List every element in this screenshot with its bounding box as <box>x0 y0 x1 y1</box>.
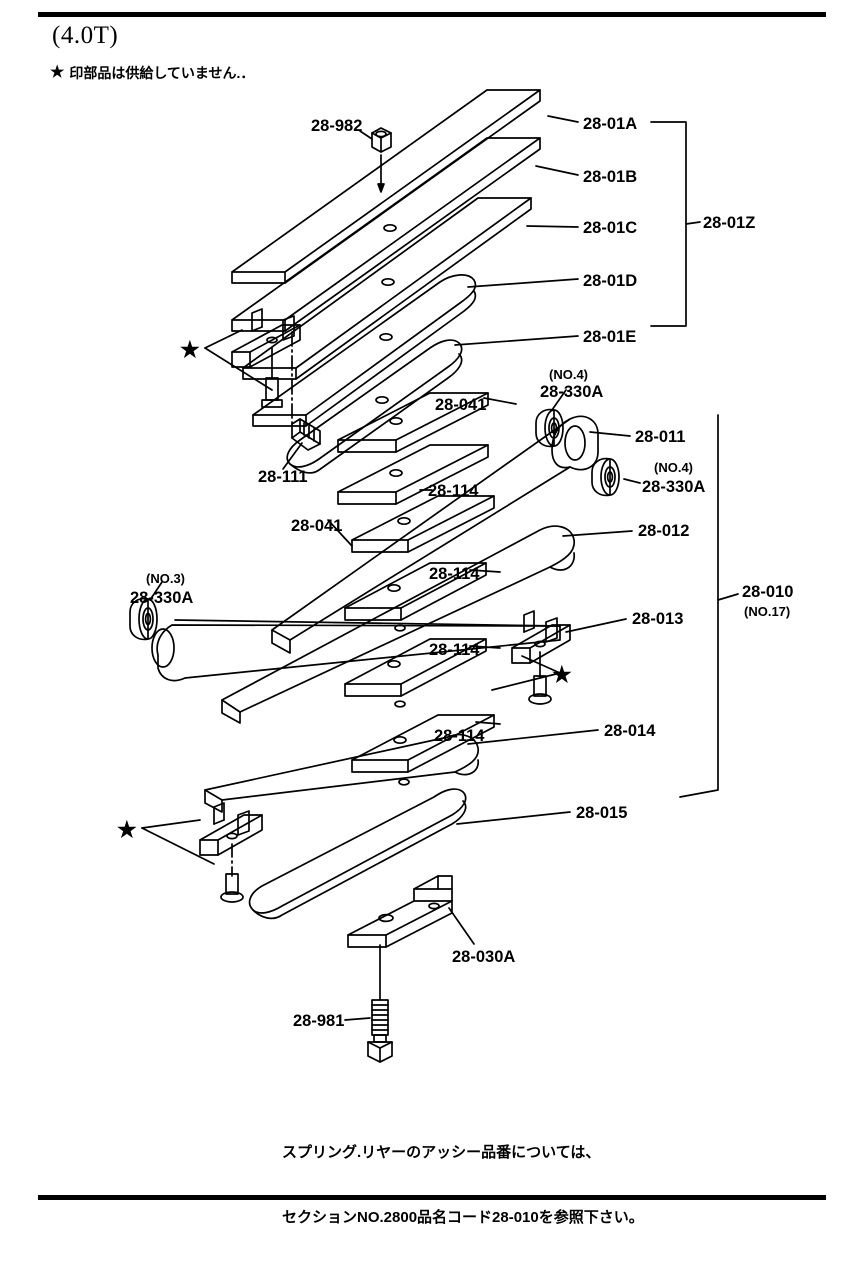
label-28-01z: 28-01Z <box>703 214 755 232</box>
bushing-330a-no4-upper <box>535 408 564 448</box>
label-28-114-upper: 28-114 <box>428 482 479 500</box>
parts-diagram-page: (4.0T) ★ 印部品は供給していません.． <box>38 12 826 1226</box>
spacer-plate-114-a <box>344 562 487 621</box>
label-28-011: 28-011 <box>635 428 685 446</box>
bolt-28-111 <box>291 418 321 451</box>
label-28-012: 28-012 <box>638 522 689 540</box>
bracket-lower-left <box>199 802 263 856</box>
label-no3-qty: (NO.3) <box>146 571 185 586</box>
bracket-right-mid <box>511 610 571 664</box>
leaf-spring-015 <box>248 788 467 920</box>
label-28-01c: 28-01C <box>583 219 637 237</box>
label-28-015: 28-015 <box>576 804 627 822</box>
label-28-114-c: 28-114 <box>434 727 485 745</box>
spacer-plate-114-b <box>344 638 487 697</box>
label-no4-upper-qty: (NO.4) <box>549 367 588 382</box>
label-28-010: 28-010 <box>742 583 793 601</box>
label-no4-lower-qty: (NO.4) <box>654 460 693 475</box>
label-28-01e: 28-01E <box>583 328 636 346</box>
label-28-114-a: 28-114 <box>429 565 480 583</box>
page-title: (4.0T) <box>52 22 119 49</box>
bracket-upper-left <box>231 308 301 368</box>
star-icon: ★ <box>50 64 65 81</box>
label-28-01b: 28-01B <box>583 168 637 186</box>
leaf-spring-01e <box>286 339 463 474</box>
clip-plate-041-upper <box>337 392 489 453</box>
label-28-010-qty: (NO.17) <box>744 604 790 619</box>
bushing-330a-no4-lower <box>591 457 620 497</box>
leaf-spring-011 <box>271 415 599 654</box>
label-28-111: 28-111 <box>258 468 308 486</box>
bushing-330a-no3 <box>129 597 158 641</box>
label-28-982: 28-982 <box>311 117 362 135</box>
label-28-01d: 28-01D <box>583 272 637 290</box>
leaf-spring-014 <box>204 733 479 813</box>
spacer-plate-114-c <box>351 714 495 773</box>
label-28-330a-no4-lower: 28-330A <box>642 478 705 496</box>
supply-note: ★ 印部品は供給していません.． <box>50 63 254 83</box>
label-28-330a-no4-upper: 28-330A <box>540 383 603 401</box>
leaf-spring-01b <box>231 137 541 332</box>
footer-line-2: セクションNO.2800品名コード28-010を参照下さい。 <box>282 1208 644 1226</box>
leaf-spring-012 <box>221 525 575 724</box>
assembly-reference-note: スプリング.リヤーのアッシー品番については、 セクションNO.2800品名コード… <box>282 1098 644 1272</box>
plate-28-030a <box>347 875 453 948</box>
leaf-spring-01a <box>231 89 541 284</box>
supply-note-text: 印部品は供給していません.． <box>69 65 255 81</box>
spacer-plate-114-upper <box>337 444 489 505</box>
label-28-114-b: 28-114 <box>429 641 480 659</box>
bolt-lower-left <box>220 873 244 903</box>
star-marker-lower-left: ★ <box>117 817 137 842</box>
bolt-upper-left <box>261 377 283 408</box>
label-28-330a-no3: 28-330A <box>130 589 193 607</box>
label-28-041-upper: 28-041 <box>435 396 486 414</box>
bolt-28-981 <box>367 999 393 1063</box>
label-28-01a: 28-01A <box>583 115 637 133</box>
leaf-spring-01c <box>242 197 532 380</box>
bottom-border-rule <box>38 1195 826 1200</box>
label-28-013: 28-013 <box>632 610 683 628</box>
bolt-right-mid <box>528 675 552 705</box>
leaf-spring-013 <box>151 619 561 682</box>
label-28-014: 28-014 <box>604 722 656 740</box>
label-28-041-lower: 28-041 <box>291 517 342 535</box>
nut-28-982 <box>371 127 392 153</box>
star-marker-upper-left: ★ <box>180 337 200 362</box>
exploded-diagram: 28-01A 28-01B 28-01C 28-01D 28-01E 28-01… <box>117 89 793 1063</box>
top-border-rule <box>38 12 826 17</box>
label-28-030a: 28-030A <box>452 948 515 966</box>
star-marker-right-mid: ★ <box>552 662 572 687</box>
leaf-spring-01d <box>252 274 477 427</box>
label-28-981: 28-981 <box>293 1012 344 1030</box>
footer-line-1: スプリング.リヤーのアッシー品番については、 <box>282 1143 601 1161</box>
